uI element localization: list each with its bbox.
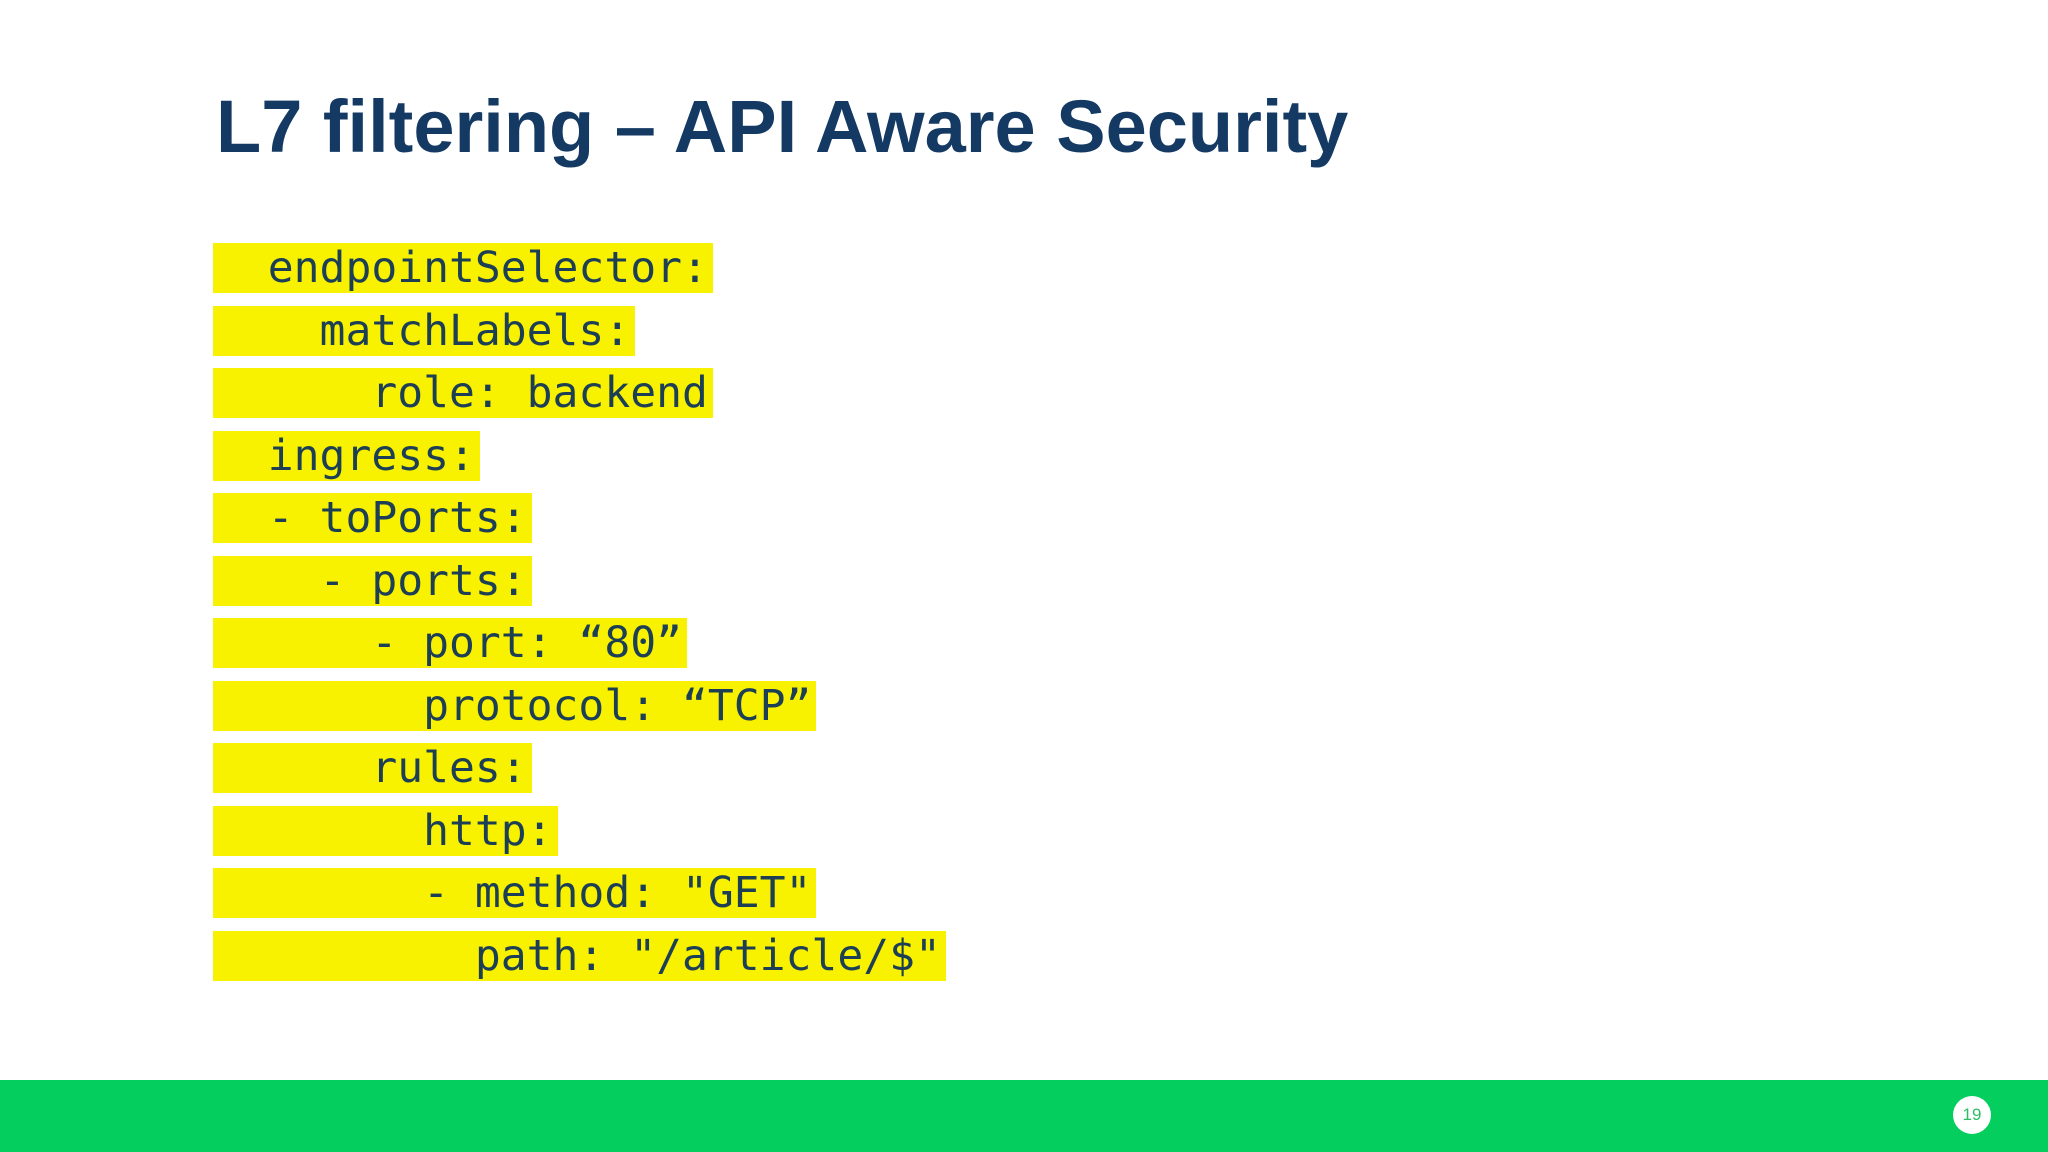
code-line-text: - toPorts:	[213, 493, 532, 543]
code-block: endpointSelector: matchLabels: role: bac…	[213, 237, 946, 987]
code-line-text: - port: “80”	[213, 618, 687, 668]
code-line-text: ingress:	[213, 430, 480, 481]
code-line-text: path: "/article/$"	[213, 930, 946, 981]
code-line: ingress:	[213, 425, 946, 488]
code-line-text: protocol: “TCP”	[213, 680, 817, 731]
code-line-text: - ports:	[213, 555, 532, 606]
code-line: http:	[213, 800, 946, 863]
code-line: - method: "GET"	[213, 862, 946, 925]
code-line: role: backend	[213, 362, 946, 425]
footer-bar	[0, 1080, 2048, 1152]
code-line-text: matchLabels:	[213, 305, 636, 356]
code-line: endpointSelector:	[213, 237, 946, 300]
page-number: 19	[1962, 1105, 1982, 1124]
slide-title: L7 filtering – API Aware Security	[216, 85, 1349, 168]
code-line-text: http:	[213, 805, 558, 856]
code-line-text: - method: "GET"	[213, 868, 817, 918]
page-number-badge: 19	[1953, 1096, 1991, 1134]
code-line: path: "/article/$"	[213, 925, 946, 988]
code-line: rules:	[213, 737, 946, 800]
code-line-text: role: backend	[213, 368, 713, 418]
code-line-text: rules:	[213, 743, 532, 793]
code-line: - toPorts:	[213, 487, 946, 550]
code-line: - ports:	[213, 550, 946, 613]
code-line: protocol: “TCP”	[213, 675, 946, 738]
code-line: matchLabels:	[213, 300, 946, 363]
code-line-text: endpointSelector:	[213, 243, 713, 293]
code-line: - port: “80”	[213, 612, 946, 675]
